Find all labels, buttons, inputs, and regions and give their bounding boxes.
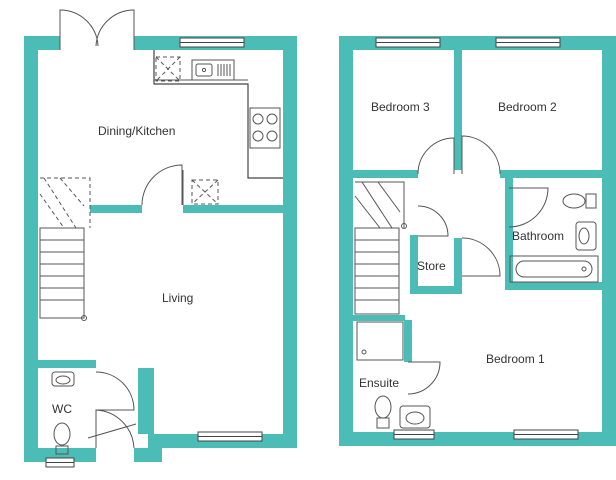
ensuite-door: [407, 361, 441, 395]
window-bedroom-3: [375, 37, 441, 48]
room-label-bedroom-1: Bedroom 1: [486, 352, 545, 366]
room-label-store: Store: [417, 259, 446, 273]
window-living: [197, 431, 263, 442]
window-wc: [45, 457, 75, 468]
first-floor-staircase: [354, 181, 407, 315]
room-label-living: Living: [162, 291, 193, 305]
bathtub-icon: [509, 255, 599, 283]
bedroom-1-door: [461, 237, 501, 277]
window-bedroom-1: [513, 429, 579, 440]
room-label-bedroom-3: Bedroom 3: [371, 100, 430, 114]
fridge-space-icon: [182, 170, 219, 205]
ground-floor: Dining/Kitchen Living WC: [24, 9, 297, 468]
ground-floor-inner-walls: [38, 205, 283, 434]
room-label-wc: WC: [52, 402, 72, 416]
bedroom-2-door: [461, 135, 501, 175]
window-bedroom-2: [495, 37, 561, 48]
wc-basin-icon: [51, 371, 75, 387]
ensuite-basin-icon: [399, 405, 431, 429]
toilet-icon: [53, 422, 71, 455]
room-label-bathroom: Bathroom: [512, 229, 564, 243]
first-floor: Bedroom 3 Bedroom 2 Bathroom Store Ensui…: [339, 36, 616, 446]
window-kitchen: [179, 37, 245, 48]
bath-basin-icon: [575, 221, 597, 251]
first-floor-inner-walls: [353, 50, 602, 362]
ground-floor-staircase: [39, 177, 91, 321]
wc-door: [95, 371, 135, 411]
ensuite-toilet-icon: [374, 395, 392, 429]
bedroom-3-door: [417, 137, 455, 175]
kitchen-sink-icon: [191, 59, 235, 81]
store-door: [417, 205, 449, 237]
living-door: [141, 164, 183, 206]
bath-toilet-icon: [562, 193, 597, 209]
ground-floor-outer-walls: [24, 36, 297, 462]
room-label-bedroom-2: Bedroom 2: [498, 100, 557, 114]
room-label-dining-kitchen: Dining/Kitchen: [98, 124, 175, 138]
bathroom-door: [508, 187, 549, 228]
room-label-ensuite: Ensuite: [359, 376, 399, 390]
shower-tray-icon: [356, 321, 404, 361]
front-door: [87, 409, 137, 449]
appliance-space-icon: [155, 56, 181, 82]
french-doors: [59, 9, 135, 50]
window-ensuite: [393, 429, 435, 440]
hob-icon: [249, 107, 281, 149]
